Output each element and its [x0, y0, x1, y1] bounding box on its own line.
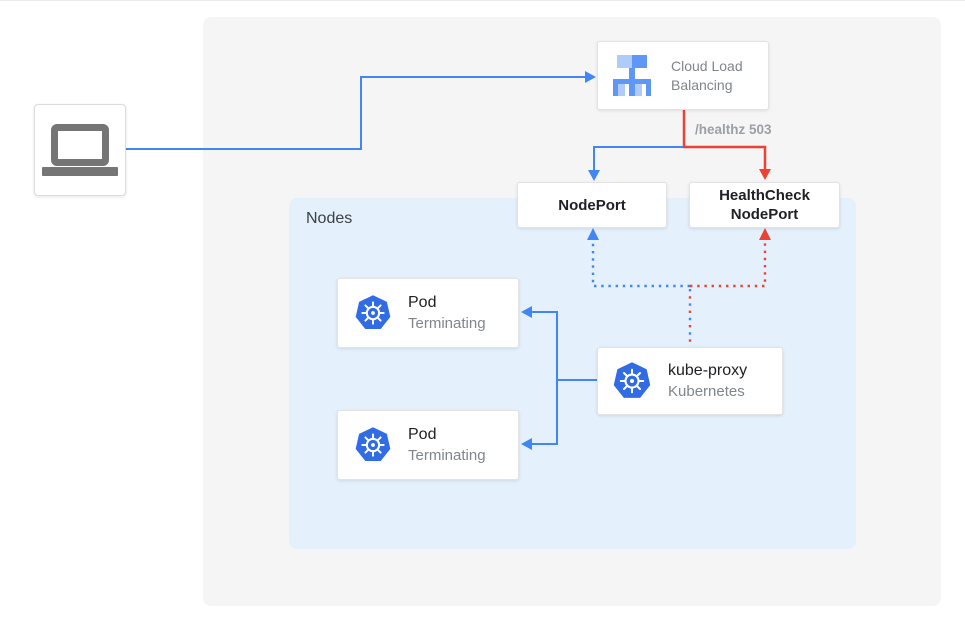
kube-proxy-node: kube-proxy Kubernetes	[597, 347, 783, 415]
cloud-load-balancing-node: Cloud Load Balancing	[597, 41, 769, 110]
pod-status: Terminating	[408, 447, 486, 464]
pod-title: Pod	[408, 426, 437, 443]
laptop-icon	[42, 124, 118, 176]
healthz-edge-label: /healthz 503	[695, 122, 772, 137]
load-balancer-label: Cloud Load Balancing	[671, 57, 743, 93]
nodeport-label: NodePort	[558, 196, 626, 214]
nodes-group-label: Nodes	[306, 210, 353, 227]
pod-node-2: Pod Terminating	[337, 410, 519, 480]
pod-status: Terminating	[408, 315, 486, 332]
pod-title: Pod	[408, 294, 437, 311]
client-device-node	[34, 104, 126, 196]
nodeport-node: NodePort	[517, 182, 667, 228]
healthcheck-nodeport-label-line2: NodePort	[730, 206, 799, 223]
kubernetes-icon	[613, 362, 651, 398]
kube-proxy-subtitle: Kubernetes	[668, 383, 745, 400]
kubernetes-icon	[355, 295, 391, 330]
kubernetes-icon	[355, 427, 391, 462]
pod-node-1: Pod Terminating	[337, 278, 519, 348]
kube-proxy-title: kube-proxy	[668, 362, 748, 379]
healthcheck-nodeport-node: HealthCheck NodePort	[689, 182, 840, 228]
healthcheck-nodeport-label-line1: HealthCheck	[719, 187, 810, 204]
load-balancer-icon	[611, 55, 657, 96]
